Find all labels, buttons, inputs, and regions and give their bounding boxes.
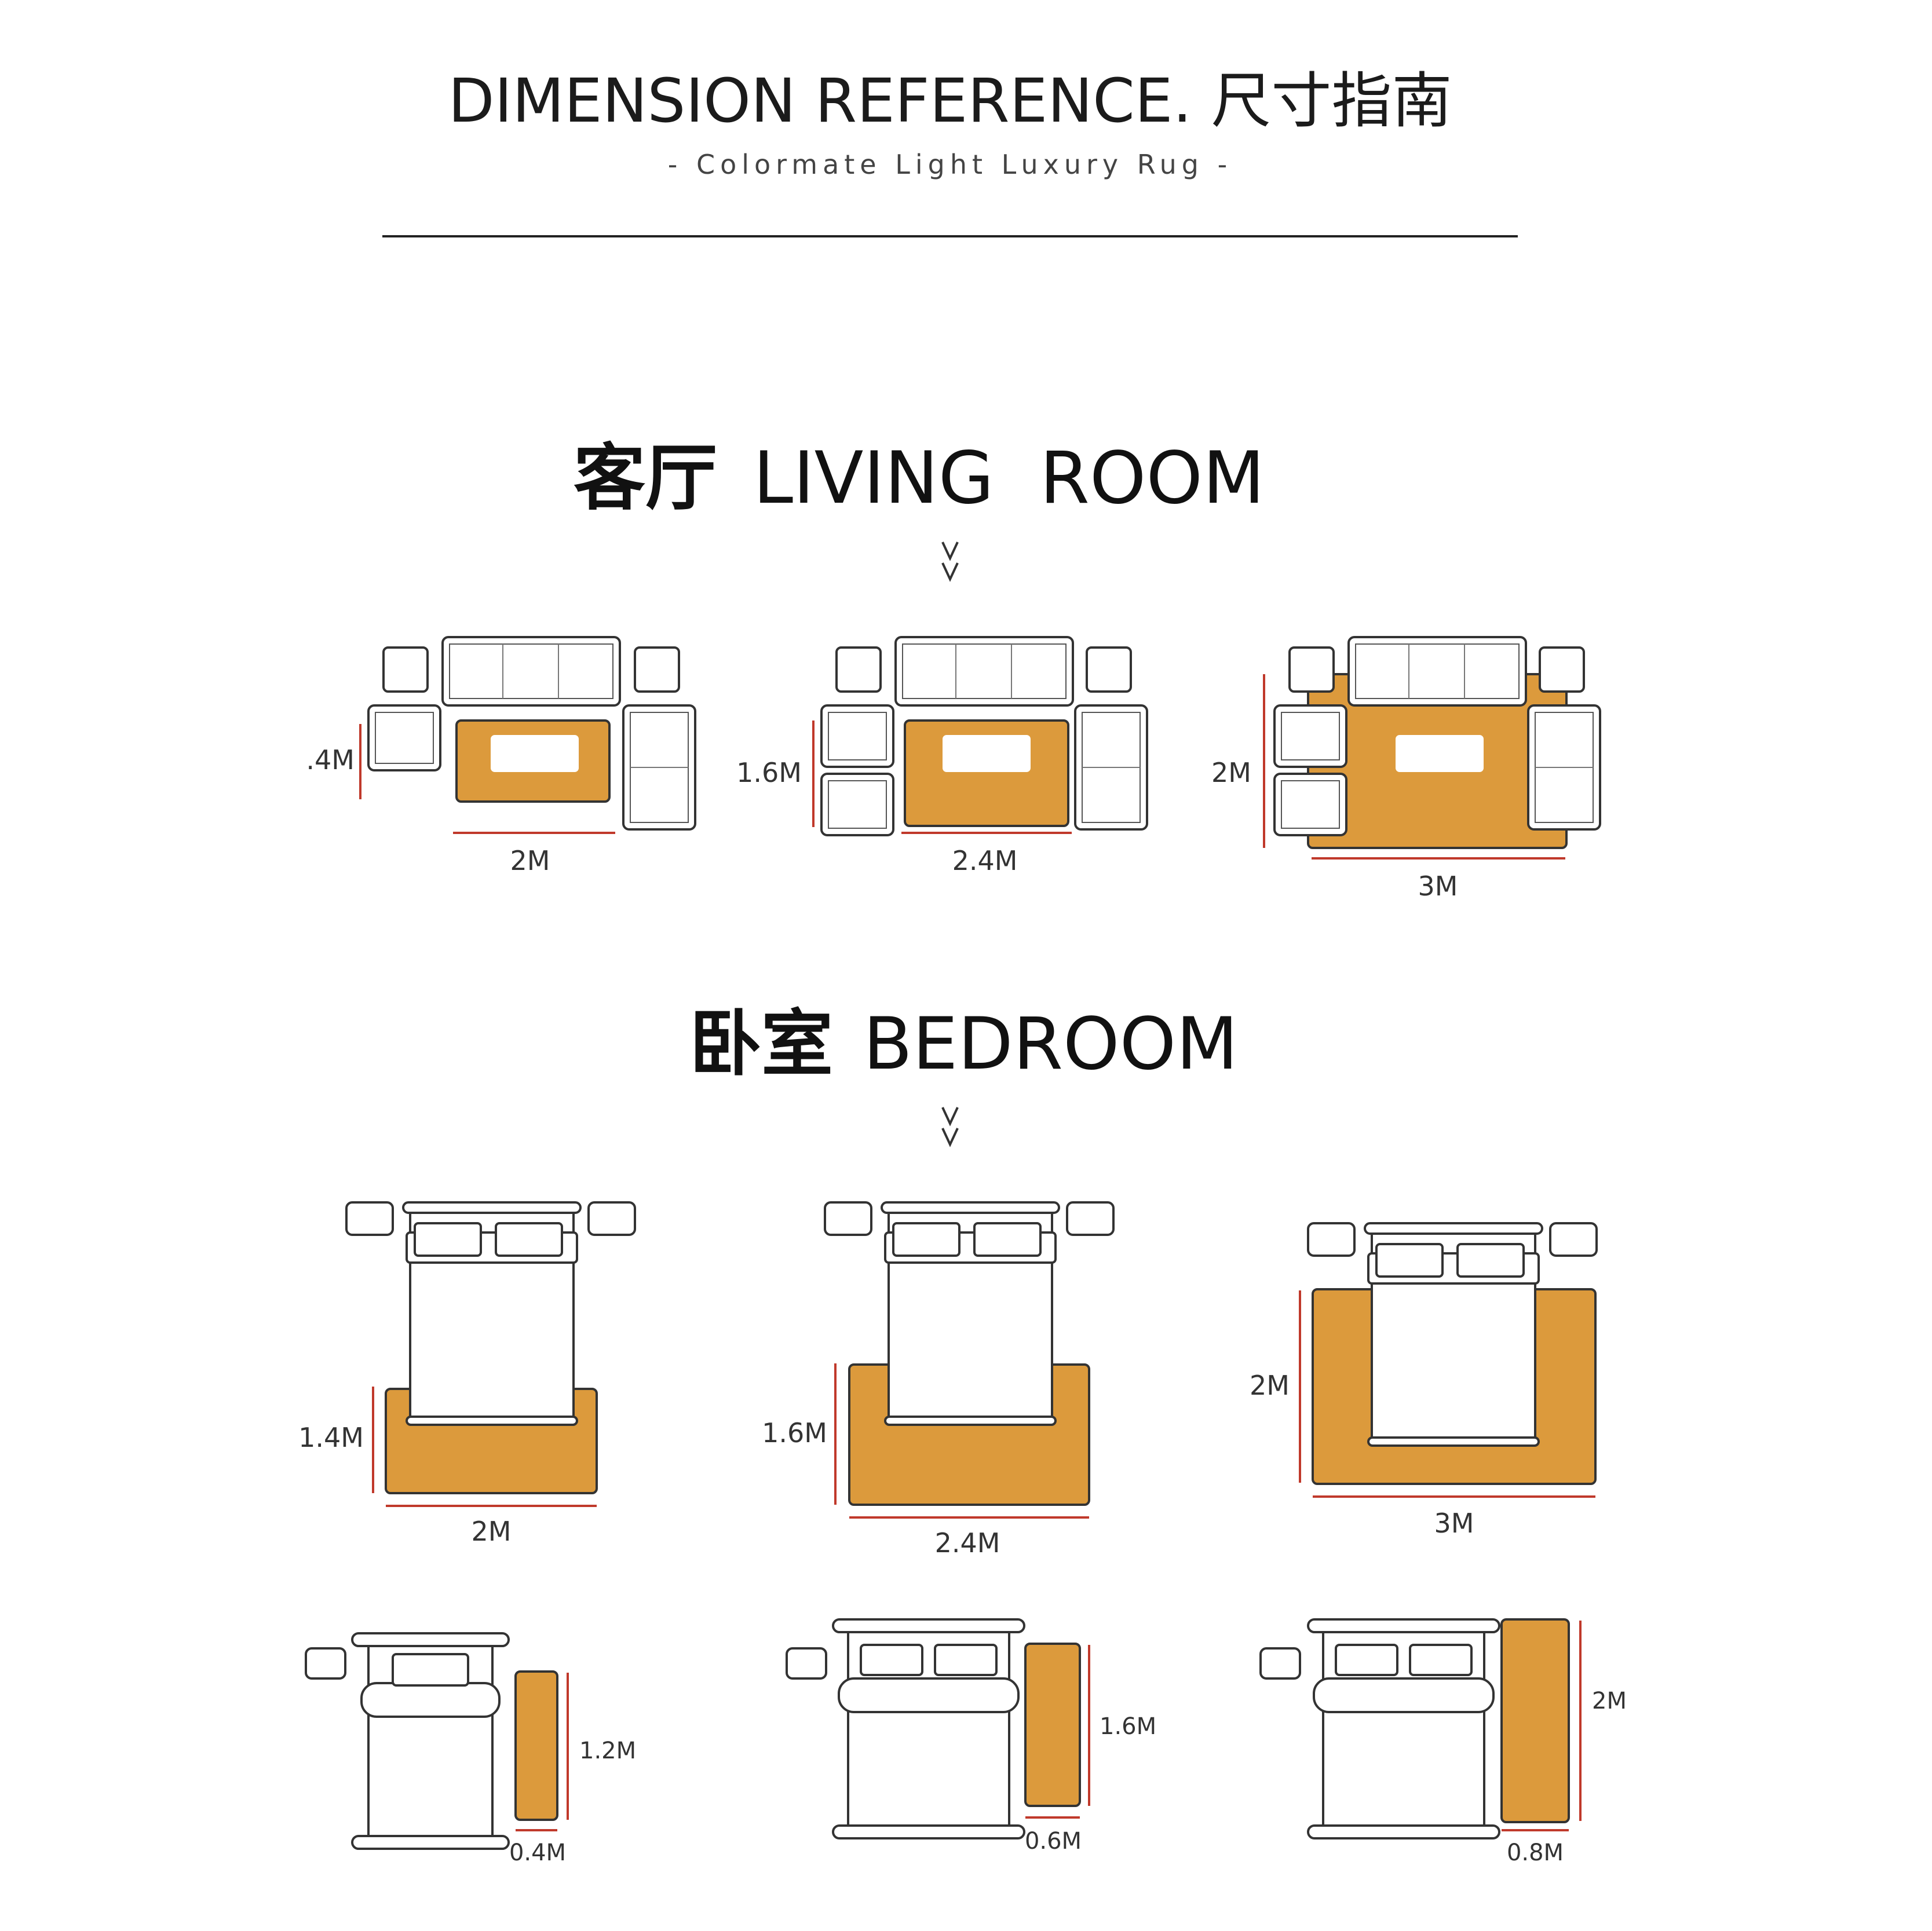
width-label: 2.4M xyxy=(935,1527,1000,1559)
bedroom-down-arrow xyxy=(941,1107,959,1147)
depth-label: 2M xyxy=(1250,1370,1290,1401)
page-subtitle: - Colormate Light Luxury Rug - xyxy=(668,149,1232,180)
bedside-runner-layout-2: 1.6M 0.6M xyxy=(786,1618,1156,1855)
nightstand xyxy=(1066,1201,1115,1236)
armchair xyxy=(1273,773,1347,836)
bedroom-layout-3: 3M 2M xyxy=(1250,1222,1598,1539)
coffee-table xyxy=(491,735,579,772)
footboard xyxy=(406,1416,578,1426)
living-room-title-en: LIVING ROOM xyxy=(753,437,1265,520)
width-label: 2M xyxy=(472,1516,512,1547)
footboard xyxy=(832,1824,1025,1839)
sofa xyxy=(1347,636,1527,707)
nightstand xyxy=(1259,1647,1301,1680)
width-label: 0.6M xyxy=(1025,1828,1082,1855)
living-room-down-arrow xyxy=(941,542,959,582)
sofa xyxy=(894,636,1074,707)
side-table xyxy=(1288,646,1335,693)
pillow xyxy=(1456,1243,1525,1278)
side-table xyxy=(634,646,680,693)
length-label: 1.6M xyxy=(1100,1713,1156,1740)
pillow xyxy=(495,1222,563,1257)
width-label: 3M xyxy=(1434,1508,1474,1539)
pillow xyxy=(1335,1644,1398,1676)
nightstand xyxy=(824,1201,872,1236)
length-label: 2M xyxy=(1592,1688,1627,1714)
armchair xyxy=(367,704,441,771)
runner-rug xyxy=(1024,1643,1081,1807)
nightstand xyxy=(587,1201,636,1236)
pillow xyxy=(392,1653,469,1687)
depth-label: 1.4M xyxy=(298,1422,364,1453)
pillow xyxy=(973,1222,1042,1257)
headboard xyxy=(1364,1222,1543,1235)
page-title: DIMENSION REFERENCE. 尺寸指南 xyxy=(448,65,1452,136)
bedside-runner-layout-3: 2M 0.8M xyxy=(1259,1618,1627,1866)
runner-rug xyxy=(1500,1618,1570,1823)
side-table xyxy=(382,646,429,693)
pillow xyxy=(1375,1243,1444,1278)
footboard xyxy=(351,1835,510,1850)
depth-label: 1.6M xyxy=(736,757,802,788)
pillow xyxy=(860,1644,923,1676)
nightstand xyxy=(305,1647,346,1680)
armchair xyxy=(1273,704,1347,768)
headboard xyxy=(351,1632,510,1647)
nightstand xyxy=(786,1647,827,1680)
runner-rug xyxy=(514,1670,558,1821)
living-room-title-cn: 客厅 xyxy=(574,437,717,520)
footboard xyxy=(1307,1824,1500,1839)
bedroom-title-en: BEDROOM xyxy=(863,1003,1238,1086)
bedroom-title-cn: 卧室 xyxy=(689,1003,833,1086)
nightstand xyxy=(1307,1222,1356,1257)
headboard xyxy=(402,1201,582,1214)
armchair xyxy=(820,773,894,836)
living-room-layout-2: 2.4M 1.6M xyxy=(736,636,1148,876)
bedroom-layout-1: 2M 1.4M xyxy=(298,1201,636,1547)
pillow xyxy=(1409,1644,1473,1676)
headboard xyxy=(832,1618,1025,1633)
width-label: 2M xyxy=(510,845,550,876)
coffee-table xyxy=(943,735,1031,772)
headboard xyxy=(1307,1618,1500,1633)
nightstand xyxy=(1549,1222,1598,1257)
pillow xyxy=(414,1222,482,1257)
side-table xyxy=(1539,646,1585,693)
length-label: 1.2M xyxy=(579,1738,636,1764)
pillow xyxy=(892,1222,960,1257)
footboard xyxy=(884,1416,1057,1426)
sofa xyxy=(441,636,621,707)
depth-label: 1.6M xyxy=(762,1417,827,1449)
side-table xyxy=(1086,646,1132,693)
living-room-layout-1: 2M .4M xyxy=(306,636,696,876)
depth-label: 2M xyxy=(1211,757,1251,788)
nightstand xyxy=(345,1201,394,1236)
headboard xyxy=(881,1201,1060,1214)
coffee-table xyxy=(1396,735,1484,772)
width-label: 2.4M xyxy=(952,845,1018,876)
living-room-layout-3: 3M 2M xyxy=(1211,636,1601,902)
width-label: 0.4M xyxy=(509,1839,566,1866)
width-label: 3M xyxy=(1418,871,1458,902)
pillow xyxy=(934,1644,998,1676)
footboard xyxy=(1367,1436,1540,1447)
bedside-runner-layout-1: 1.2M 0.4M xyxy=(305,1632,636,1866)
depth-label: .4M xyxy=(306,744,355,776)
armchair xyxy=(820,704,894,768)
bedroom-layout-2: 2.4M 1.6M xyxy=(762,1201,1115,1559)
width-label: 0.8M xyxy=(1507,1839,1564,1866)
side-table xyxy=(835,646,882,693)
